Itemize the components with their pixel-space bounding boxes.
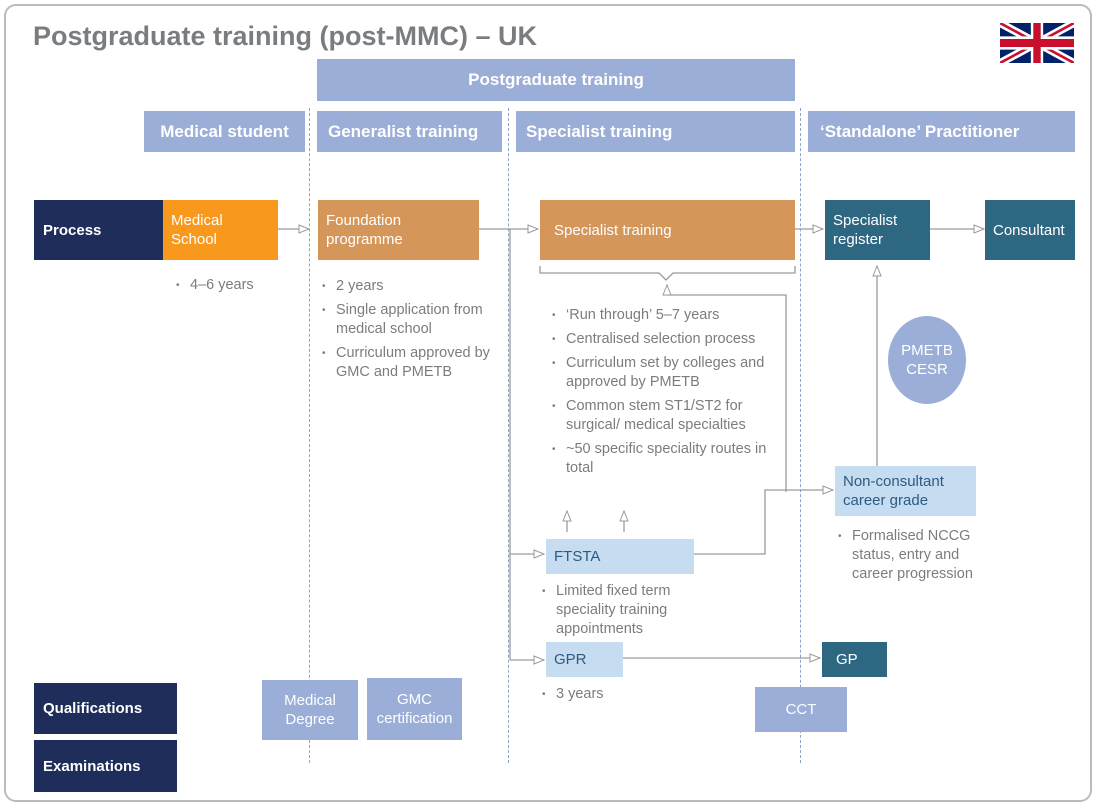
consultant-box: Consultant [985,200,1075,260]
postgraduate-training-header: Postgraduate training [317,59,795,101]
node-label: programme [326,231,403,248]
node-label: Foundation [326,212,402,229]
foundation-programme-box: Foundation programme [318,200,479,260]
note-item: Curriculum set by colleges and approved … [550,354,780,392]
column-header-medical-student: Medical student [144,111,305,152]
column-header-generalist: Generalist training [317,111,502,152]
row-label-qualifications: Qualifications [34,683,177,734]
specialist-training-box: Specialist training [540,200,795,260]
column-header-label: Generalist training [328,121,479,141]
note-item: ~50 specific speciality routes in total [550,440,780,478]
cct-box: CCT [755,687,847,732]
node-label: Consultant [993,221,1065,239]
node-label: PMETB [901,342,953,359]
page-title: Postgraduate training (post-MMC) – UK [33,21,537,51]
brace [539,266,796,281]
row-label-examinations: Examinations [34,740,177,792]
column-header-standalone: ‘Standalone’ Practitioner [808,111,1075,152]
row-label-text: Process [43,221,102,239]
note-item: ‘Run through’ 5–7 years [550,306,780,325]
node-label: Medical [171,212,223,229]
qualification-label: certification [376,710,453,727]
non-consultant-box: Non-consultant career grade [835,466,976,516]
node-label: career grade [843,492,929,509]
non-consultant-notes: Formalised NCCG status, entry and career… [836,527,996,589]
ftsta-box: FTSTA [546,539,694,574]
gpr-notes: 3 years [540,685,660,709]
qualification-label: Medical [284,692,336,709]
note-item: Centralised selection process [550,330,780,349]
arrow-return-to-specialist [667,285,787,492]
qualification-label: GMC [397,691,432,708]
node-label: School [171,231,217,248]
gp-box: GP [822,642,887,677]
gmc-certification-box: GMC certification [367,678,462,740]
foundation-notes: 2 years Single application from medical … [320,277,500,387]
column-header-label: Specialist training [526,121,673,141]
note-item: Limited fixed term speciality training a… [540,582,720,639]
node-label: Specialist training [554,221,672,239]
note-item: Curriculum approved by GMC and PMETB [320,344,500,382]
node-label: GPR [554,651,587,668]
row-label-text: Qualifications [43,700,143,717]
slide-frame [4,4,1092,802]
node-label: GP [836,651,858,668]
specialist-register-box: Specialist register [825,200,930,260]
note-item: Common stem ST1/ST2 for surgical/ medica… [550,397,780,435]
note-item: 4–6 years [174,276,294,295]
qualification-label: Degree [285,711,335,728]
pmetb-cesr-circle: PMETB CESR [888,316,966,404]
note-item: 3 years [540,685,660,704]
column-header-label: Medical student [160,121,289,141]
medical-school-notes: 4–6 years [174,276,294,300]
column-header-specialist: Specialist training [516,111,795,152]
row-label-process: Process [34,200,177,260]
note-item: 2 years [320,277,500,296]
specialist-notes: ‘Run through’ 5–7 years Centralised sele… [550,306,780,483]
node-label: CESR [906,361,948,378]
arrow-ftsta-to-noncons [694,490,833,555]
note-item: Single application from medical school [320,301,500,339]
node-label: Specialist [833,212,898,229]
node-label: FTSTA [554,548,601,565]
postgraduate-training-label: Postgraduate training [468,70,644,89]
node-label: register [833,231,884,248]
row-label-text: Examinations [43,757,141,775]
column-divider [800,108,801,763]
note-item: Formalised NCCG status, entry and career… [836,527,996,584]
column-header-label: ‘Standalone’ Practitioner [820,121,1020,141]
column-divider [309,108,310,763]
ftsta-notes: Limited fixed term speciality training a… [540,582,720,644]
node-label: Non-consultant [843,473,944,490]
qualification-label: CCT [785,701,817,718]
uk-flag-icon [1000,23,1074,63]
column-divider [508,108,509,763]
gpr-box: GPR [546,642,623,677]
